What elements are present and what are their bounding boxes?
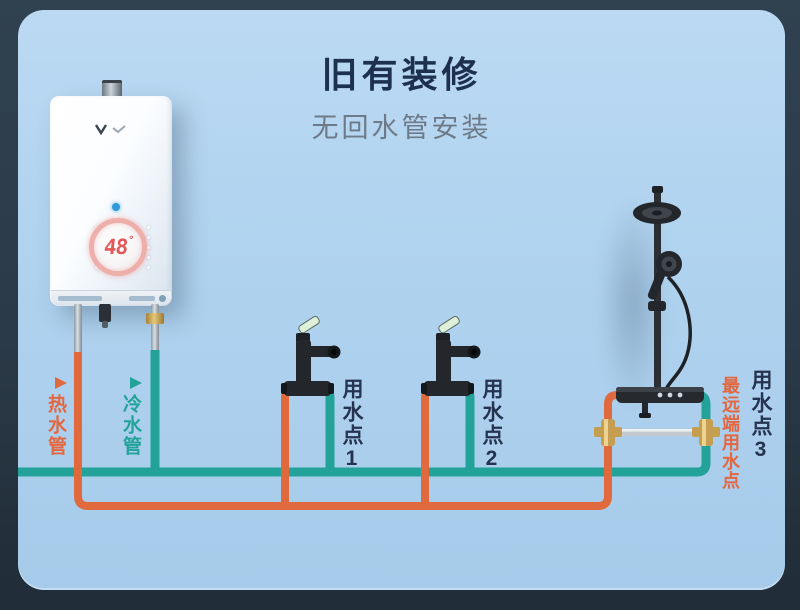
heater-cold-inlet bbox=[151, 304, 159, 352]
faucet-1-spout bbox=[303, 346, 336, 357]
wall-fitting-left bbox=[594, 419, 622, 446]
cold-inlet-brass-nut bbox=[146, 313, 164, 324]
water-point-3-label: 用水点3 bbox=[749, 369, 772, 463]
heater-hot-outlet bbox=[74, 304, 82, 354]
faucet-2-spout bbox=[443, 346, 476, 357]
shower-rod-tip bbox=[652, 186, 663, 193]
heater-fineprint-left bbox=[58, 296, 102, 301]
touch-dots-right bbox=[147, 226, 150, 269]
temperature-display: 48° bbox=[89, 218, 147, 276]
water-point-2-label: 用水点2 bbox=[480, 378, 503, 472]
cold-pipe-arrow-icon bbox=[129, 376, 143, 395]
hot-pipe-arrow-icon bbox=[54, 376, 68, 395]
hand-shower-handle bbox=[647, 270, 666, 300]
faucet-1-lever bbox=[298, 315, 320, 334]
shower-hose bbox=[663, 275, 692, 392]
page-title: 旧有装修 bbox=[321, 54, 482, 95]
faucet-2-base bbox=[424, 381, 471, 396]
page-subtitle: 无回水管安装 bbox=[311, 113, 492, 143]
cold-pipe-label: 冷水管 bbox=[120, 394, 141, 457]
heater-flue-pipe bbox=[102, 80, 122, 98]
heater-gas-inlet bbox=[99, 304, 111, 322]
wall-fitting-right bbox=[692, 419, 720, 446]
gas-water-heater: 48° bbox=[50, 96, 172, 306]
hot-pipe-label: 热水管 bbox=[45, 394, 66, 457]
brand-logo-icon bbox=[50, 122, 172, 140]
heater-fineprint-right bbox=[129, 296, 155, 301]
water-point-1-label: 用水点1 bbox=[340, 378, 363, 472]
farthest-point-label: 最远端用水点 bbox=[720, 376, 740, 490]
status-indicator-dot bbox=[112, 203, 120, 211]
mixer-diverter bbox=[642, 401, 648, 415]
faucet-2 bbox=[421, 315, 481, 396]
faucet-1 bbox=[281, 315, 341, 396]
faucet-1-base bbox=[284, 381, 331, 396]
shower-set bbox=[594, 186, 720, 446]
heater-gas-inlet-tip bbox=[102, 321, 108, 328]
heater-bottom-panel bbox=[51, 290, 171, 305]
heater-cert-logo-icon bbox=[159, 295, 166, 302]
faucet-2-lever bbox=[438, 315, 460, 334]
rod-slider-clamp bbox=[648, 301, 666, 311]
